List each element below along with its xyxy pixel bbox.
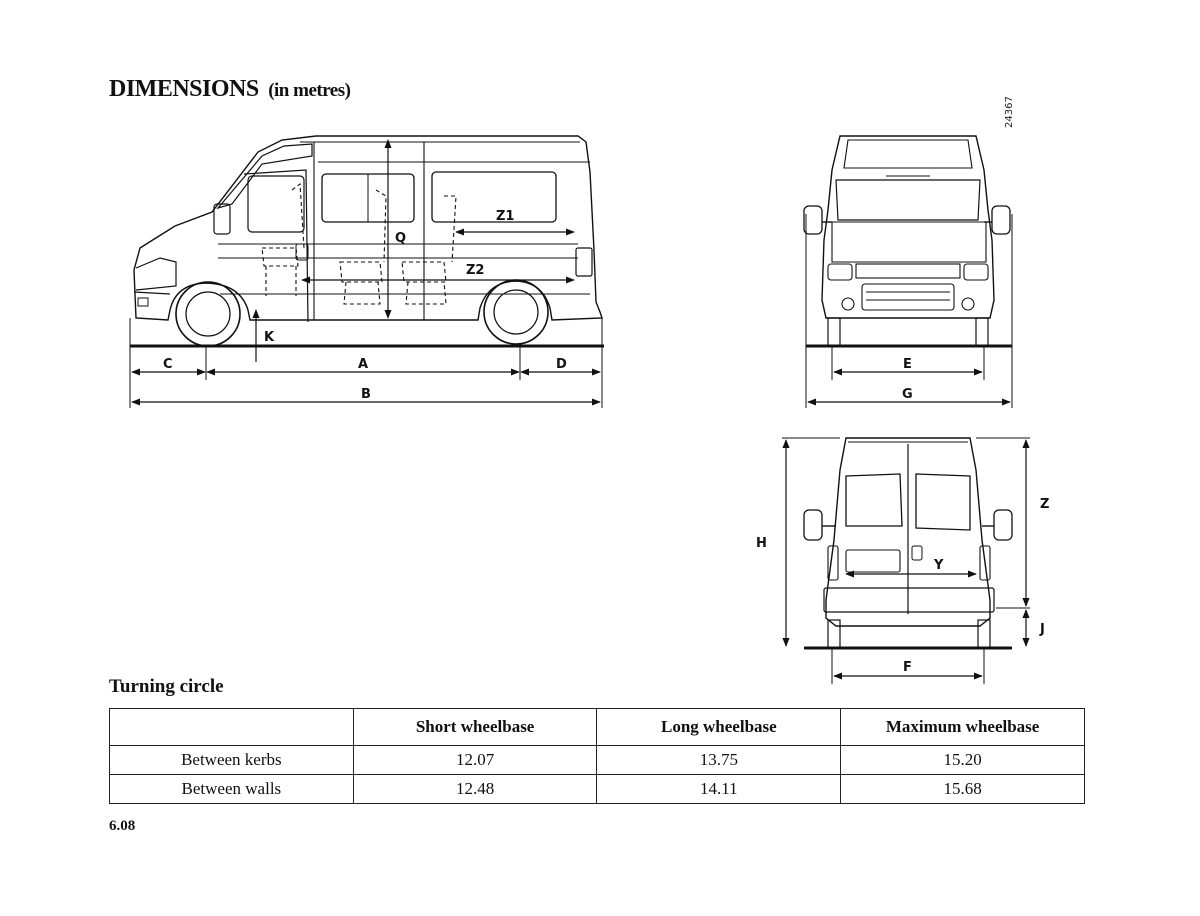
- table-cell: 12.48: [352, 774, 598, 804]
- dim-label-b: B: [361, 387, 371, 402]
- dim-label-a: A: [358, 357, 368, 372]
- front-view: [803, 135, 1013, 408]
- dim-label-q: Q: [395, 231, 406, 246]
- table-cell: 15.20: [840, 745, 1085, 775]
- dim-label-z1: Z1: [496, 209, 514, 224]
- title-main: DIMENSIONS: [109, 76, 259, 102]
- row-label-between-kerbs: Between kerbs: [109, 745, 354, 775]
- table-cell: 12.07: [352, 745, 598, 775]
- table-cell: 13.75: [596, 745, 842, 775]
- dim-label-d: D: [556, 357, 567, 372]
- dim-label-y: Y: [933, 558, 944, 573]
- row-label-between-walls: Between walls: [109, 774, 354, 804]
- table-header-row: Short wheelbase Long wheelbase Maximum w…: [109, 708, 1085, 746]
- dim-label-z2: Z2: [466, 263, 484, 278]
- table-cell: 15.68: [840, 774, 1085, 804]
- page-title: DIMENSIONS (in metres): [109, 76, 351, 103]
- page-number: 6.08: [109, 818, 136, 834]
- column-header-maximum-wheelbase: Maximum wheelbase: [840, 708, 1085, 746]
- turning-circle-table: Short wheelbase Long wheelbase Maximum w…: [109, 708, 1085, 804]
- dim-label-f: F: [903, 660, 912, 675]
- side-view-labels: Q Z1 Z2 K C A D B: [163, 209, 567, 402]
- table-row: Between walls 12.48 14.11 15.68: [109, 774, 1085, 804]
- dim-label-z: Z: [1040, 497, 1049, 512]
- front-view-labels: E G: [902, 357, 913, 402]
- dim-label-e: E: [903, 357, 912, 372]
- dim-label-h: H: [756, 536, 767, 551]
- dim-label-c: C: [163, 357, 173, 372]
- column-header-short-wheelbase: Short wheelbase: [352, 708, 598, 746]
- dim-label-g: G: [902, 387, 913, 402]
- table-cell: 14.11: [596, 774, 842, 804]
- rear-view-labels: H Z Y J F: [756, 497, 1049, 675]
- table-row: Between kerbs 12.07 13.75 15.20: [109, 745, 1085, 775]
- side-view: [129, 135, 604, 408]
- column-header-long-wheelbase: Long wheelbase: [596, 708, 842, 746]
- title-subtitle: (in metres): [268, 80, 351, 101]
- dim-label-j: J: [1039, 622, 1045, 637]
- turning-circle-title: Turning circle: [109, 676, 224, 697]
- dim-label-k: K: [264, 330, 275, 345]
- rear-view: [782, 437, 1030, 684]
- column-header-empty: [109, 708, 354, 746]
